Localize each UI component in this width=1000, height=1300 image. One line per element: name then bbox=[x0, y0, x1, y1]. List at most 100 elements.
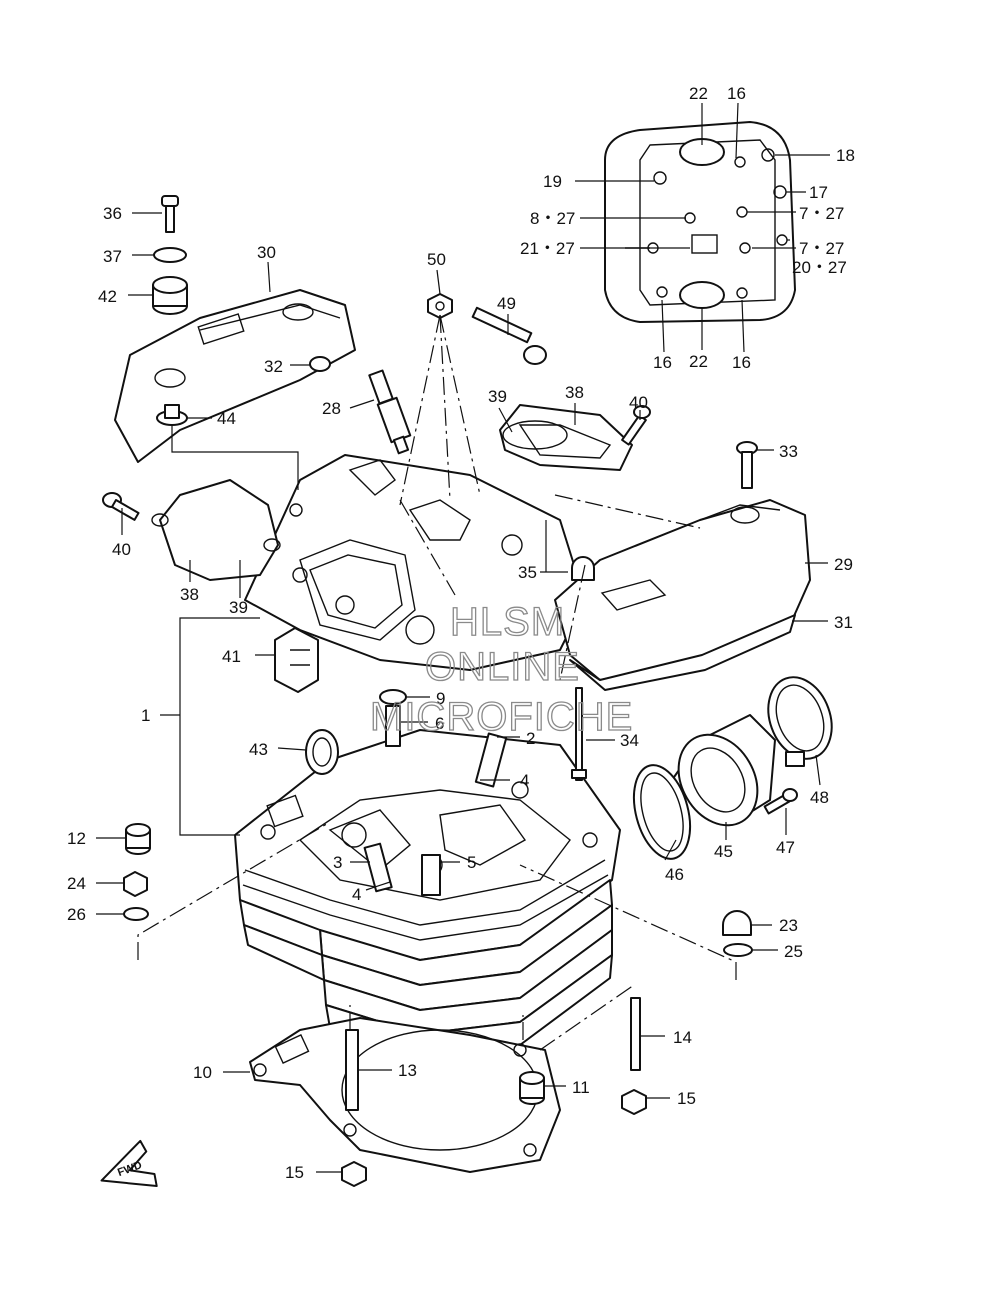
callout-31[interactable]: 31 bbox=[834, 613, 853, 632]
head-cover-right bbox=[554, 499, 811, 691]
alignment-lines bbox=[137, 314, 737, 1051]
dowel-11 bbox=[519, 1071, 545, 1105]
callout-24[interactable]: 24 bbox=[67, 874, 86, 893]
callout-5[interactable]: 5 bbox=[467, 853, 476, 872]
nut-24 bbox=[123, 871, 148, 897]
watermark-line-3: MICROFICHE bbox=[370, 695, 633, 739]
callout-47[interactable]: 47 bbox=[776, 838, 795, 857]
callout-16-left[interactable]: 16 bbox=[653, 353, 672, 372]
callout-33[interactable]: 33 bbox=[779, 442, 798, 461]
callout-14[interactable]: 14 bbox=[673, 1028, 692, 1047]
callout-48[interactable]: 48 bbox=[810, 788, 829, 807]
callout-34[interactable]: 34 bbox=[620, 731, 639, 750]
callout-40-right[interactable]: 40 bbox=[629, 393, 648, 412]
bolt-47 bbox=[763, 788, 798, 815]
stud-14 bbox=[630, 997, 641, 1071]
callout-4b[interactable]: 4 bbox=[352, 885, 361, 904]
callout-13[interactable]: 13 bbox=[398, 1061, 417, 1080]
callout-26[interactable]: 26 bbox=[67, 905, 86, 924]
grommet-42 bbox=[152, 276, 188, 315]
nut-15-right bbox=[621, 1089, 647, 1115]
callout-6[interactable]: 6 bbox=[435, 714, 444, 733]
callout-41[interactable]: 41 bbox=[222, 647, 241, 666]
callout-15-right[interactable]: 15 bbox=[677, 1089, 696, 1108]
head-cover-left bbox=[114, 289, 356, 463]
callout-4a[interactable]: 4 bbox=[520, 771, 529, 790]
callout-29[interactable]: 29 bbox=[834, 555, 853, 574]
callout-22-top[interactable]: 22 bbox=[689, 84, 708, 103]
rocker-case bbox=[244, 454, 586, 671]
callout-28[interactable]: 28 bbox=[322, 399, 341, 418]
grommet-32 bbox=[309, 356, 331, 372]
callout-40-left[interactable]: 40 bbox=[112, 540, 131, 559]
callout-17[interactable]: 17 bbox=[809, 183, 828, 202]
washer-37 bbox=[153, 247, 187, 263]
nut-15-left bbox=[341, 1161, 367, 1187]
cap-cover-left bbox=[151, 479, 281, 581]
callout-32[interactable]: 32 bbox=[264, 357, 283, 376]
plug-12 bbox=[125, 823, 151, 855]
callout-18[interactable]: 18 bbox=[836, 146, 855, 165]
callout-8-27[interactable]: 8・27 bbox=[530, 209, 575, 228]
callout-21-27[interactable]: 21・27 bbox=[520, 239, 575, 258]
nut-50 bbox=[427, 293, 453, 319]
callout-19[interactable]: 19 bbox=[543, 172, 562, 191]
valve-guide-3 bbox=[363, 842, 393, 893]
cap-nut-23 bbox=[722, 910, 752, 936]
valve-guide-5 bbox=[421, 854, 441, 896]
head-cover-inner-view bbox=[604, 121, 796, 323]
callout-16-top[interactable]: 16 bbox=[727, 84, 746, 103]
bolt-33 bbox=[736, 441, 758, 489]
callout-11[interactable]: 11 bbox=[572, 1078, 590, 1097]
callout-37[interactable]: 37 bbox=[103, 247, 122, 266]
watermark: HLSM ONLINE MICROFICHE bbox=[369, 599, 633, 739]
bolt-36 bbox=[161, 195, 179, 233]
bolt-49 bbox=[471, 306, 547, 365]
callout-43[interactable]: 43 bbox=[249, 740, 268, 759]
bolt-40-right bbox=[621, 405, 651, 446]
callout-15-left[interactable]: 15 bbox=[285, 1163, 304, 1182]
o-ring bbox=[632, 764, 692, 860]
callout-38-left[interactable]: 38 bbox=[180, 585, 199, 604]
callout-25[interactable]: 25 bbox=[784, 942, 803, 961]
watermark-line-2: ONLINE bbox=[425, 645, 580, 689]
stud-13 bbox=[345, 1029, 359, 1111]
callout-38-right[interactable]: 38 bbox=[565, 383, 584, 402]
callout-45[interactable]: 45 bbox=[714, 842, 733, 861]
callout-7-27b[interactable]: 7・27 bbox=[799, 239, 844, 258]
callout-7-27a[interactable]: 7・27 bbox=[799, 204, 844, 223]
hose-clamp bbox=[767, 676, 833, 767]
washer-26 bbox=[123, 907, 149, 921]
callout-9[interactable]: 9 bbox=[436, 689, 445, 708]
callout-23[interactable]: 23 bbox=[779, 916, 798, 935]
callout-35[interactable]: 35 bbox=[518, 563, 537, 582]
callout-30[interactable]: 30 bbox=[257, 243, 276, 262]
callout-labels: 36 37 42 30 32 44 28 50 49 39 38 40 33 4… bbox=[67, 84, 855, 1182]
callout-10[interactable]: 10 bbox=[193, 1063, 212, 1082]
spark-plug-28 bbox=[368, 369, 412, 455]
callout-3[interactable]: 3 bbox=[333, 853, 342, 872]
callout-12[interactable]: 12 bbox=[67, 829, 86, 848]
callout-20-27[interactable]: 20・27 bbox=[792, 258, 847, 277]
cylinder-head-gasket bbox=[249, 1017, 561, 1173]
callout-46[interactable]: 46 bbox=[665, 865, 684, 884]
callout-50[interactable]: 50 bbox=[427, 250, 446, 269]
forward-arrow: FWD bbox=[100, 1139, 158, 1188]
cap-cover-right bbox=[499, 404, 633, 471]
callout-42[interactable]: 42 bbox=[98, 287, 117, 306]
washer-25 bbox=[723, 943, 753, 957]
bolt-40-left bbox=[102, 492, 140, 521]
callout-1[interactable]: 1 bbox=[141, 706, 150, 725]
callout-36[interactable]: 36 bbox=[103, 204, 122, 223]
callout-49[interactable]: 49 bbox=[497, 294, 516, 313]
valve-guide-2 bbox=[474, 732, 508, 788]
callout-16-right[interactable]: 16 bbox=[732, 353, 751, 372]
callout-39-right[interactable]: 39 bbox=[488, 387, 507, 406]
callout-44[interactable]: 44 bbox=[217, 409, 236, 428]
callout-2[interactable]: 2 bbox=[526, 729, 535, 748]
callout-22-bottom[interactable]: 22 bbox=[689, 352, 708, 371]
callout-39-left[interactable]: 39 bbox=[229, 598, 248, 617]
oil-seal-43 bbox=[305, 729, 339, 775]
guide-6 bbox=[385, 705, 401, 747]
